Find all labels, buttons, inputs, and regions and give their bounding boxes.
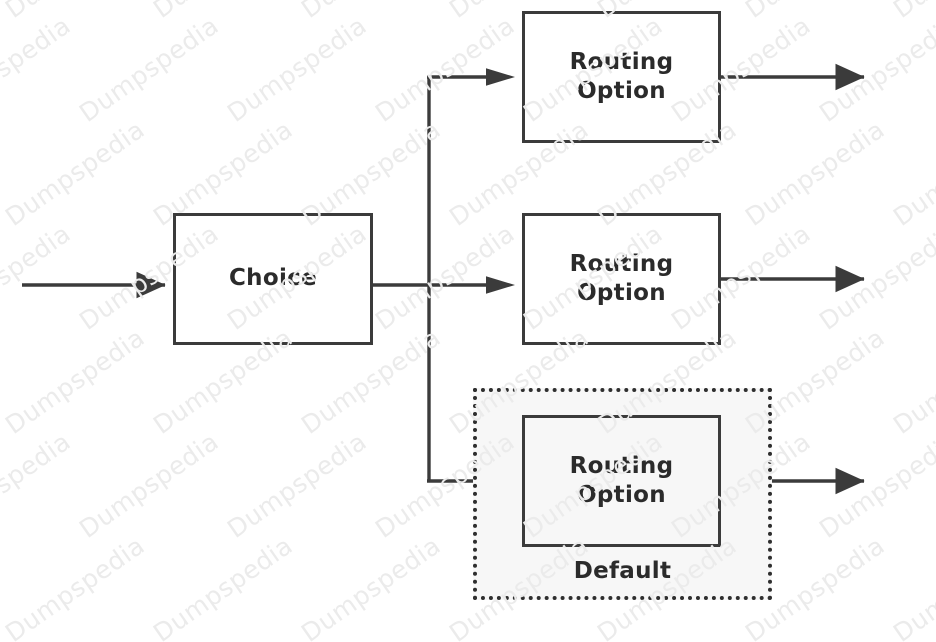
- node-routing-option-middle[interactable]: Routing Option: [522, 213, 721, 345]
- default-group-label: Default: [573, 558, 672, 584]
- edge-choice-to-top: [427, 68, 515, 86]
- node-routing-option-top[interactable]: Routing Option: [522, 11, 721, 143]
- node-routing-option-default[interactable]: Routing Option: [522, 415, 721, 547]
- node-routing-option-top-label-line2: Option: [577, 78, 666, 104]
- node-choice-label-line1: Choice: [229, 265, 317, 292]
- node-routing-option-middle-label-line2: Option: [577, 280, 666, 306]
- node-routing-option-default-label-line1: Routing: [569, 452, 674, 479]
- node-routing-option-middle-label-line1: Routing: [569, 250, 674, 277]
- node-routing-option-top-label-line1: Routing: [569, 48, 674, 75]
- node-routing-option-default-label-line2: Option: [577, 482, 666, 508]
- edge-choice-to-middle: [486, 276, 515, 294]
- node-choice[interactable]: Choice: [173, 213, 373, 345]
